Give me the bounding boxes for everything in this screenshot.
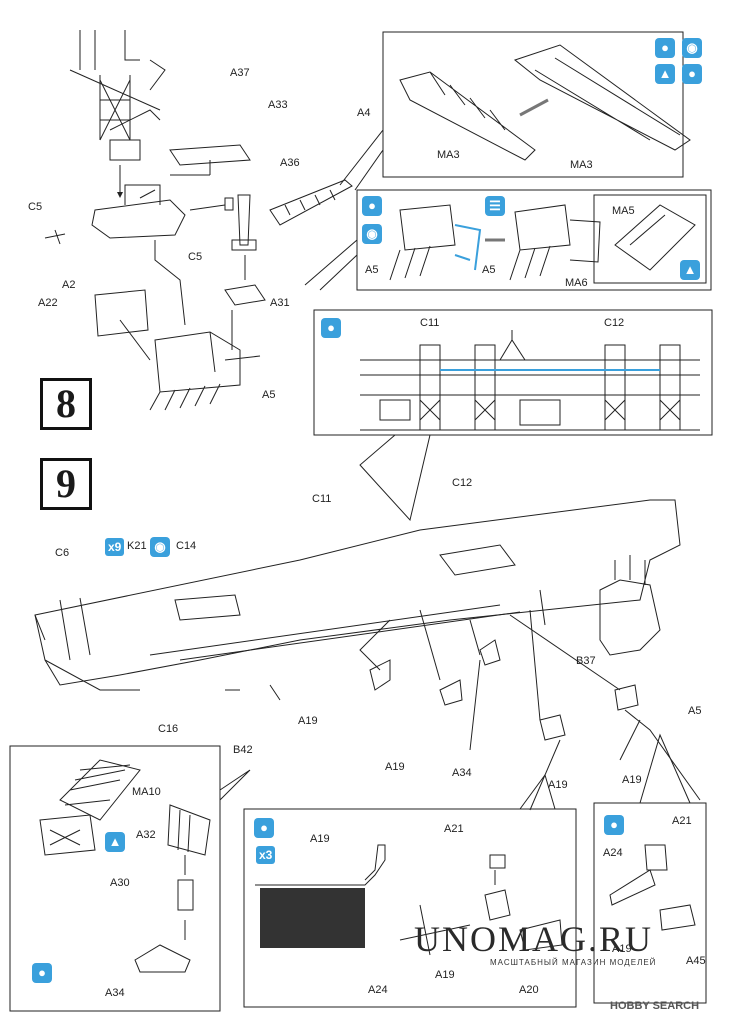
paint-icon: ◉ — [150, 537, 170, 557]
label-MA3: MA3 — [437, 149, 460, 161]
label-A31: A31 — [270, 297, 290, 309]
glue-icon: ● — [321, 318, 341, 338]
label-A37: A37 — [230, 67, 250, 79]
label-A19: A19 — [548, 779, 568, 791]
label-C5: C5 — [28, 201, 43, 213]
label-A4: A4 — [357, 107, 371, 119]
watermark-subtitle: МАСШТАБНЫЙ МАГАЗИН МОДЕЛЕЙ — [490, 958, 657, 967]
label-A19: A19 — [385, 761, 405, 773]
label-A21-right: A21 — [672, 815, 692, 827]
paint-icon: ◉ — [682, 38, 702, 58]
label-A34-inset: A34 — [105, 987, 125, 999]
multiply-3-icon: x3 — [256, 846, 276, 864]
label-C11-inset: C11 — [420, 317, 440, 329]
label-MA6: MA6 — [565, 277, 588, 289]
label-MA3: MA3 — [570, 159, 593, 171]
step-9-box: 9 — [40, 458, 92, 510]
inset-box-A21-A45 — [593, 802, 707, 1004]
top-view-icon: ▲ — [680, 260, 700, 280]
label-A34: A34 — [452, 767, 472, 779]
label-A2: A2 — [62, 279, 76, 291]
part-A2-platform — [91, 199, 186, 239]
label-C5: C5 — [188, 251, 203, 263]
label-A24-inset: A24 — [368, 984, 388, 996]
label-A5: A5 — [262, 389, 276, 401]
label-A36: A36 — [280, 157, 300, 169]
stripe-icon: ☰ — [485, 196, 505, 216]
label-A32: A32 — [136, 829, 156, 841]
watermark-unomag: UNOMAG.RU — [414, 919, 654, 959]
inset-box-MA10 — [9, 745, 221, 1012]
label-A19-inset: A19 — [310, 833, 330, 845]
label-A20: A20 — [519, 984, 539, 996]
label-C6: C6 — [55, 547, 70, 559]
label-A5-inset: A5 — [482, 264, 496, 276]
glue-icon: ● — [32, 963, 52, 983]
glue-icon: ● — [362, 196, 382, 216]
label-A22: A22 — [38, 297, 58, 309]
part-A33-plate — [169, 144, 251, 166]
mast-assembly-drawing — [69, 30, 166, 198]
multiply-9-icon: x9 — [105, 538, 125, 556]
label-K21: K21 — [127, 540, 147, 552]
label-A30: A30 — [110, 877, 130, 889]
top-view-icon: ▲ — [105, 832, 125, 852]
carrier-hull — [34, 499, 681, 686]
label-A24-right: A24 — [603, 847, 623, 859]
label-A5-ship: A5 — [688, 705, 702, 717]
step-8-box: 8 — [40, 378, 92, 430]
label-B42: B42 — [233, 744, 253, 756]
part-A5-frame — [149, 331, 261, 411]
label-C12: C12 — [452, 477, 473, 489]
glue-icon: ● — [655, 38, 675, 58]
inset-box-A19-A20 — [243, 808, 577, 1008]
glue-icon: ● — [254, 818, 274, 838]
label-C12-inset: C12 — [604, 317, 625, 329]
label-MA10: MA10 — [132, 786, 161, 798]
inset-box-A5 — [356, 189, 712, 291]
label-A33: A33 — [268, 99, 288, 111]
label-C14: C14 — [176, 540, 197, 552]
label-A19-inset-b: A19 — [435, 969, 455, 981]
label-B37: B37 — [576, 655, 596, 667]
label-A19-right: A19 — [612, 943, 632, 955]
inset-box-MA3 — [382, 31, 684, 178]
label-C16: C16 — [158, 723, 179, 735]
hobbysearch-logo: HOBBY SEARCH — [610, 1000, 700, 1012]
label-A5-inset: A5 — [365, 264, 379, 276]
label-A19: A19 — [622, 774, 642, 786]
label-A19: A19 — [298, 715, 318, 727]
label-A45: A45 — [686, 955, 706, 967]
inset-box-C11-C12 — [313, 309, 713, 436]
glue-icon: ● — [604, 815, 624, 835]
label-A21-inset: A21 — [444, 823, 464, 835]
top-view-icon: ▲ — [655, 64, 675, 84]
paint-icon: ◉ — [362, 224, 382, 244]
label-MA5: MA5 — [612, 205, 635, 217]
part-A4-ladder — [269, 179, 353, 226]
label-C11: C11 — [312, 493, 332, 505]
drop-icon: ● — [682, 64, 702, 84]
